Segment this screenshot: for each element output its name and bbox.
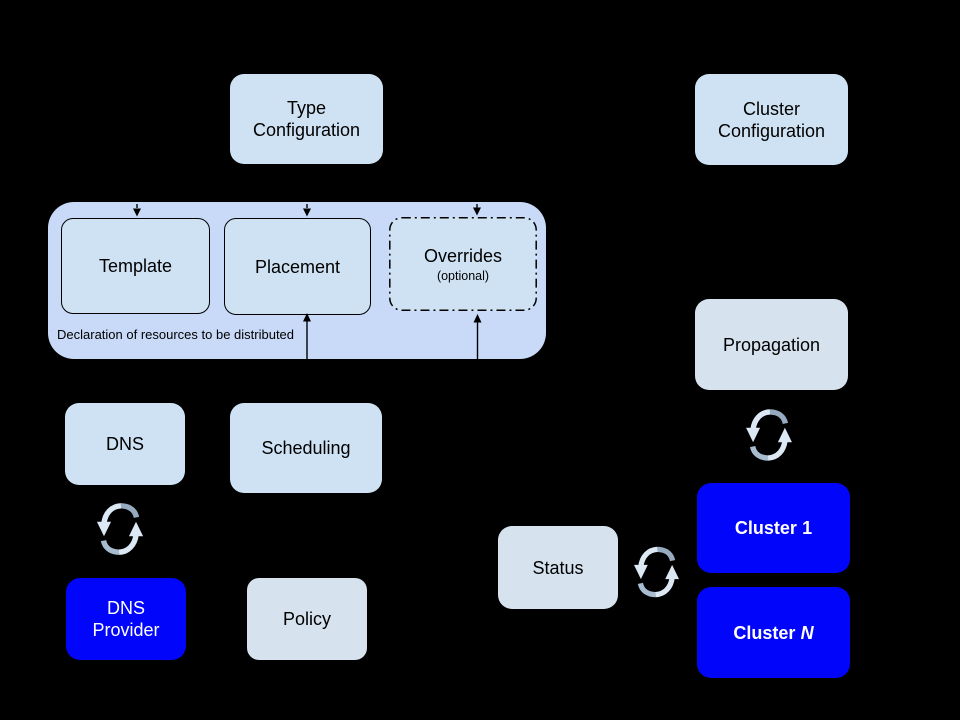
node-label: Template xyxy=(98,256,173,276)
node-label: Placement xyxy=(254,256,341,277)
node-label: DNS xyxy=(106,598,145,618)
node-label: Scheduling xyxy=(261,438,351,458)
node-placement: Placement xyxy=(224,218,371,315)
node-dns: DNS xyxy=(65,403,185,485)
node-sublabel: (optional) xyxy=(436,268,490,283)
node-label: Configuration xyxy=(717,120,826,141)
node-status: Status xyxy=(498,526,618,609)
node-label: Provider xyxy=(92,620,160,640)
node-label: Status xyxy=(532,557,584,578)
node-label: Configuration xyxy=(252,120,361,140)
node-type-configuration: Type Configuration xyxy=(230,74,383,164)
node-cluster-configuration: Cluster Configuration xyxy=(695,74,848,165)
sync-icon xyxy=(633,546,680,598)
node-label: DNS xyxy=(105,434,144,454)
sync-icon xyxy=(96,503,144,555)
node-label: Propagation xyxy=(722,334,821,355)
node-dns-provider: DNS Provider xyxy=(66,578,186,660)
node-label: Type xyxy=(286,98,327,118)
group-caption: Declaration of resources to be distribut… xyxy=(57,327,295,342)
node-label: Policy xyxy=(282,609,331,629)
node-label: Cluster xyxy=(742,98,800,119)
dash-dot-border xyxy=(389,217,537,311)
sync-icon xyxy=(746,409,792,461)
node-propagation: Propagation xyxy=(695,299,848,390)
node-label: Overrides xyxy=(423,245,503,266)
node-overrides: Overrides (optional) xyxy=(389,217,537,311)
node-template: Template xyxy=(61,218,210,314)
node-policy: Policy xyxy=(247,578,367,660)
node-scheduling: Scheduling xyxy=(230,403,382,493)
